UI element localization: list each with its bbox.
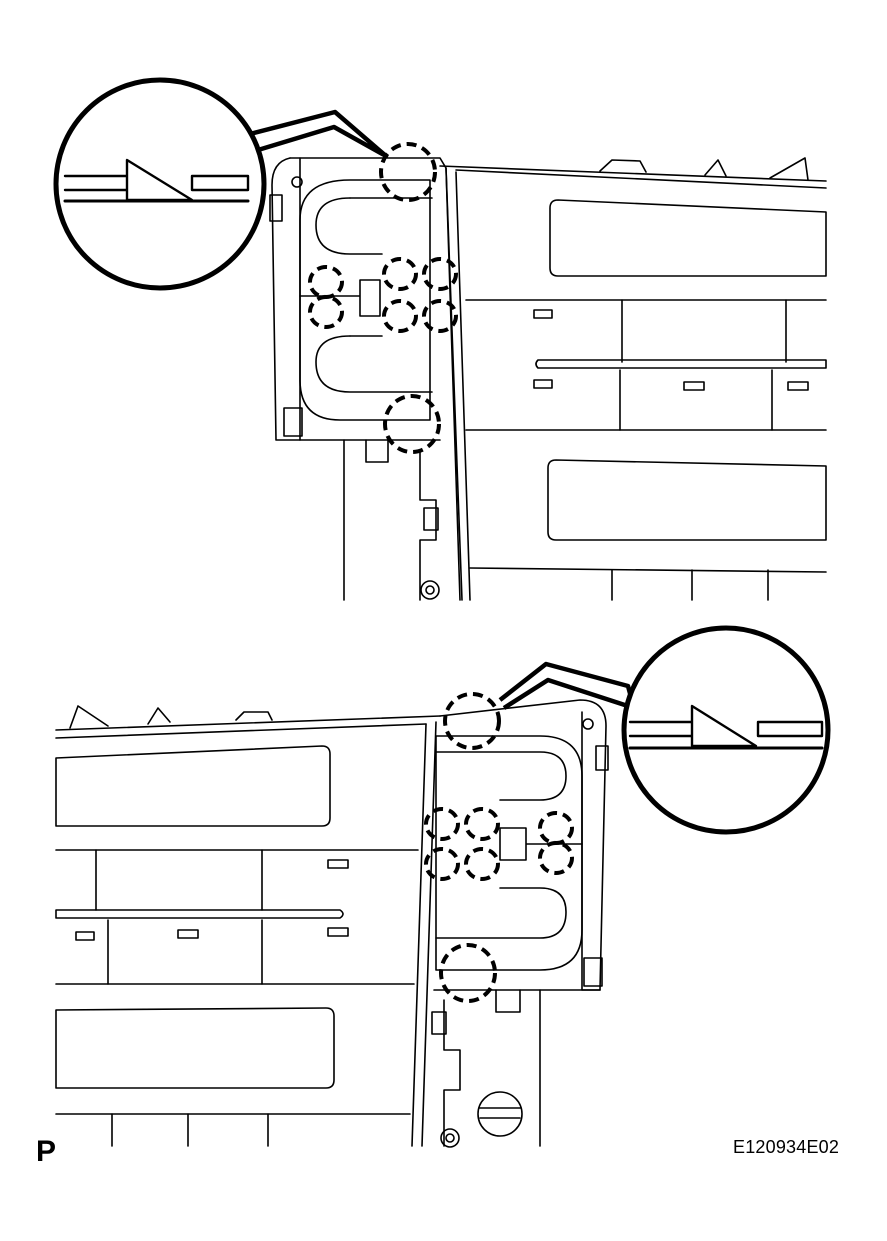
lower-vent-housing bbox=[439, 699, 607, 991]
upper-claw-marker-6 bbox=[422, 299, 458, 333]
upper-bolt-outer bbox=[420, 580, 440, 600]
lower-led-4 bbox=[75, 931, 95, 941]
lower-bolt-outer bbox=[440, 1128, 460, 1148]
upper-mount-a bbox=[365, 439, 389, 463]
figure-code-label: E120934E02 bbox=[733, 1137, 840, 1157]
upper-vent-frame bbox=[299, 179, 431, 421]
lower-led-1 bbox=[327, 859, 349, 869]
lower-panel-right-edge-2 bbox=[421, 721, 437, 1147]
lower-figure bbox=[55, 625, 831, 1148]
lower-claw-marker-2 bbox=[464, 807, 500, 841]
lower-clip-tab-1 bbox=[595, 745, 609, 771]
upper-claw-marker-3 bbox=[382, 257, 418, 291]
lower-clip-tab-2 bbox=[583, 957, 603, 987]
lower-round-cap bbox=[477, 1091, 523, 1137]
lower-panel-top bbox=[55, 723, 427, 739]
lower-mount-clip bbox=[431, 1011, 447, 1035]
lower-claw-marker-4 bbox=[464, 847, 500, 881]
lower-callout-circle bbox=[621, 625, 831, 835]
upper-display-recess bbox=[549, 199, 827, 277]
upper-screw-hole bbox=[291, 176, 303, 188]
upper-claw-marker-1 bbox=[308, 265, 344, 299]
upper-figure bbox=[53, 77, 827, 601]
upper-dash-tab-2 bbox=[704, 159, 727, 177]
lower-slot-bar bbox=[55, 909, 344, 919]
upper-vent-housing-left bbox=[271, 157, 301, 441]
lower-panel-right-edge bbox=[411, 723, 427, 1147]
upper-bottom-dividers bbox=[611, 569, 769, 601]
lower-claw-marker-6 bbox=[538, 841, 574, 875]
lower-louver-u2 bbox=[435, 887, 567, 939]
lower-display-recess bbox=[55, 745, 331, 827]
lower-led-3 bbox=[177, 929, 199, 939]
upper-louver-u2 bbox=[315, 335, 433, 393]
upper-claw-marker-2 bbox=[308, 295, 344, 329]
upper-mount-clip bbox=[423, 507, 439, 531]
lower-round-cap-slot bbox=[479, 1107, 521, 1119]
lower-clip-marker-top bbox=[443, 692, 501, 750]
upper-dash-fin bbox=[769, 157, 809, 181]
upper-panel-left-edge bbox=[455, 171, 471, 601]
lower-callout-clip-detail bbox=[628, 704, 824, 748]
upper-vent-housing-right bbox=[289, 157, 461, 601]
lower-louver-u1 bbox=[435, 751, 567, 801]
lower-led-2 bbox=[327, 927, 349, 937]
upper-led-4 bbox=[787, 381, 809, 391]
lower-dash-fin bbox=[69, 705, 109, 729]
upper-bolt-inner bbox=[425, 585, 435, 595]
upper-bottom-line bbox=[469, 567, 827, 573]
upper-led-3 bbox=[683, 381, 705, 391]
lower-dash-top-edge bbox=[55, 715, 441, 731]
lower-claw-marker-1 bbox=[424, 807, 460, 841]
upper-clip-tab-1 bbox=[269, 194, 283, 222]
lower-lower-recess bbox=[55, 1007, 335, 1089]
upper-callout-clip-detail bbox=[63, 158, 250, 202]
lower-bottom-dividers bbox=[111, 1113, 269, 1147]
lower-vent-frame bbox=[435, 735, 583, 971]
upper-dash-top-edge bbox=[439, 165, 827, 182]
lower-mount-rail bbox=[443, 999, 461, 1147]
lower-dividers-1 bbox=[95, 849, 263, 911]
lower-dash-tab bbox=[147, 707, 171, 725]
upper-mount-rail bbox=[419, 449, 437, 601]
upper-louver-u1 bbox=[315, 197, 383, 255]
upper-led-2 bbox=[533, 379, 553, 389]
upper-panel-top bbox=[455, 169, 827, 189]
upper-clip-marker-top bbox=[379, 142, 437, 202]
lower-mount-a bbox=[495, 989, 521, 1013]
lower-dash-tab-2 bbox=[235, 711, 273, 721]
lower-bolt-inner bbox=[445, 1133, 455, 1143]
lower-screw-hole bbox=[582, 718, 594, 730]
upper-claw-marker-4 bbox=[422, 257, 458, 291]
upper-slot-bar bbox=[535, 359, 827, 369]
lower-dividers-2 bbox=[107, 919, 263, 985]
upper-led-1 bbox=[533, 309, 553, 319]
upper-clip-marker-bottom bbox=[383, 394, 441, 454]
lower-clip-marker-bottom bbox=[439, 943, 497, 1003]
upper-clip-tab-2 bbox=[283, 407, 303, 437]
upper-callout-pointer bbox=[249, 109, 389, 159]
lower-claw-marker-3 bbox=[424, 847, 460, 881]
lower-claw-marker-5 bbox=[538, 811, 574, 845]
upper-dash-tab bbox=[599, 159, 647, 173]
upper-lower-recess bbox=[547, 459, 827, 541]
upper-callout-circle bbox=[53, 77, 267, 291]
page-marker-label: P bbox=[36, 1135, 57, 1168]
upper-claw-marker-5 bbox=[382, 299, 418, 333]
